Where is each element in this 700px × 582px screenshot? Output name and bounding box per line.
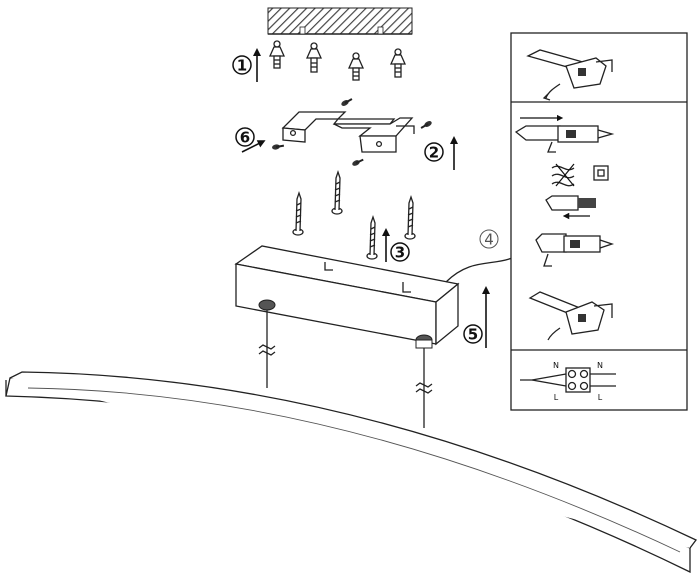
terminal-label-n-left: N: [553, 361, 559, 370]
canopy: [234, 245, 460, 349]
detail-connector-inserted: [535, 233, 615, 267]
detail-stripped-wire: [545, 195, 596, 220]
long-screws: [292, 169, 416, 260]
screw-icon: [272, 144, 285, 150]
detail-panel-frame: [510, 32, 688, 411]
detail-terminal-closed: [526, 49, 613, 101]
step-2-marker: 2: [424, 136, 458, 170]
arrow-icon: [241, 140, 266, 153]
step-5-label: 5: [468, 326, 478, 344]
long-screw-icon: [366, 214, 378, 260]
screw-icon: [420, 121, 432, 129]
terminal-block: [565, 367, 591, 393]
wall-plug-icon: [347, 52, 365, 81]
suspension-cables: [258, 310, 433, 428]
step-3-circle: [390, 242, 410, 262]
long-screw-icon: [331, 169, 343, 215]
step-1-marker: 1: [232, 48, 261, 82]
long-screw-icon: [404, 194, 416, 240]
detail-clamp-closed: [528, 291, 613, 341]
step-3-marker: 3: [382, 228, 410, 262]
step-5-marker: 5: [463, 286, 490, 348]
step-6-label: 6: [240, 129, 250, 147]
screw-icon: [352, 158, 364, 166]
wall-plug-icon: [305, 42, 323, 73]
wall-plug-icon: [389, 48, 407, 78]
step-3-label: 3: [395, 244, 405, 262]
step-4-label: 4: [484, 231, 494, 249]
step-6-circle: [235, 127, 255, 147]
ceiling: [267, 7, 413, 35]
wiring-detail-panel: N N L L: [510, 32, 688, 411]
step-2-label: 2: [429, 144, 439, 162]
step-4-marker: 4: [445, 229, 513, 283]
detail-wire-types: [551, 163, 609, 187]
screw-icon: [341, 98, 353, 106]
long-screw-icon: [292, 190, 304, 236]
wall-plug-icon: [268, 40, 286, 69]
terminal-label-l-right: L: [598, 393, 603, 402]
terminal-label-l-left: L: [554, 393, 559, 402]
step-4-circle: [479, 229, 499, 249]
step-2-circle: [424, 142, 444, 162]
step-4-leader-line: [445, 257, 513, 283]
step-1-circle: [232, 55, 252, 75]
detail-terminal-block: N N L L: [520, 361, 616, 402]
mounting-bracket: [281, 111, 415, 153]
terminal-label-n-right: N: [597, 361, 603, 370]
step-6-marker: 6: [235, 127, 266, 153]
step-5-circle: [463, 324, 483, 344]
lamp-bar: [5, 371, 697, 574]
square-icon: [593, 165, 609, 181]
step-1-label: 1: [237, 57, 247, 75]
bracket-screws: [272, 98, 432, 166]
wall-plugs: [268, 40, 407, 81]
detail-insert-wire: [514, 114, 615, 153]
